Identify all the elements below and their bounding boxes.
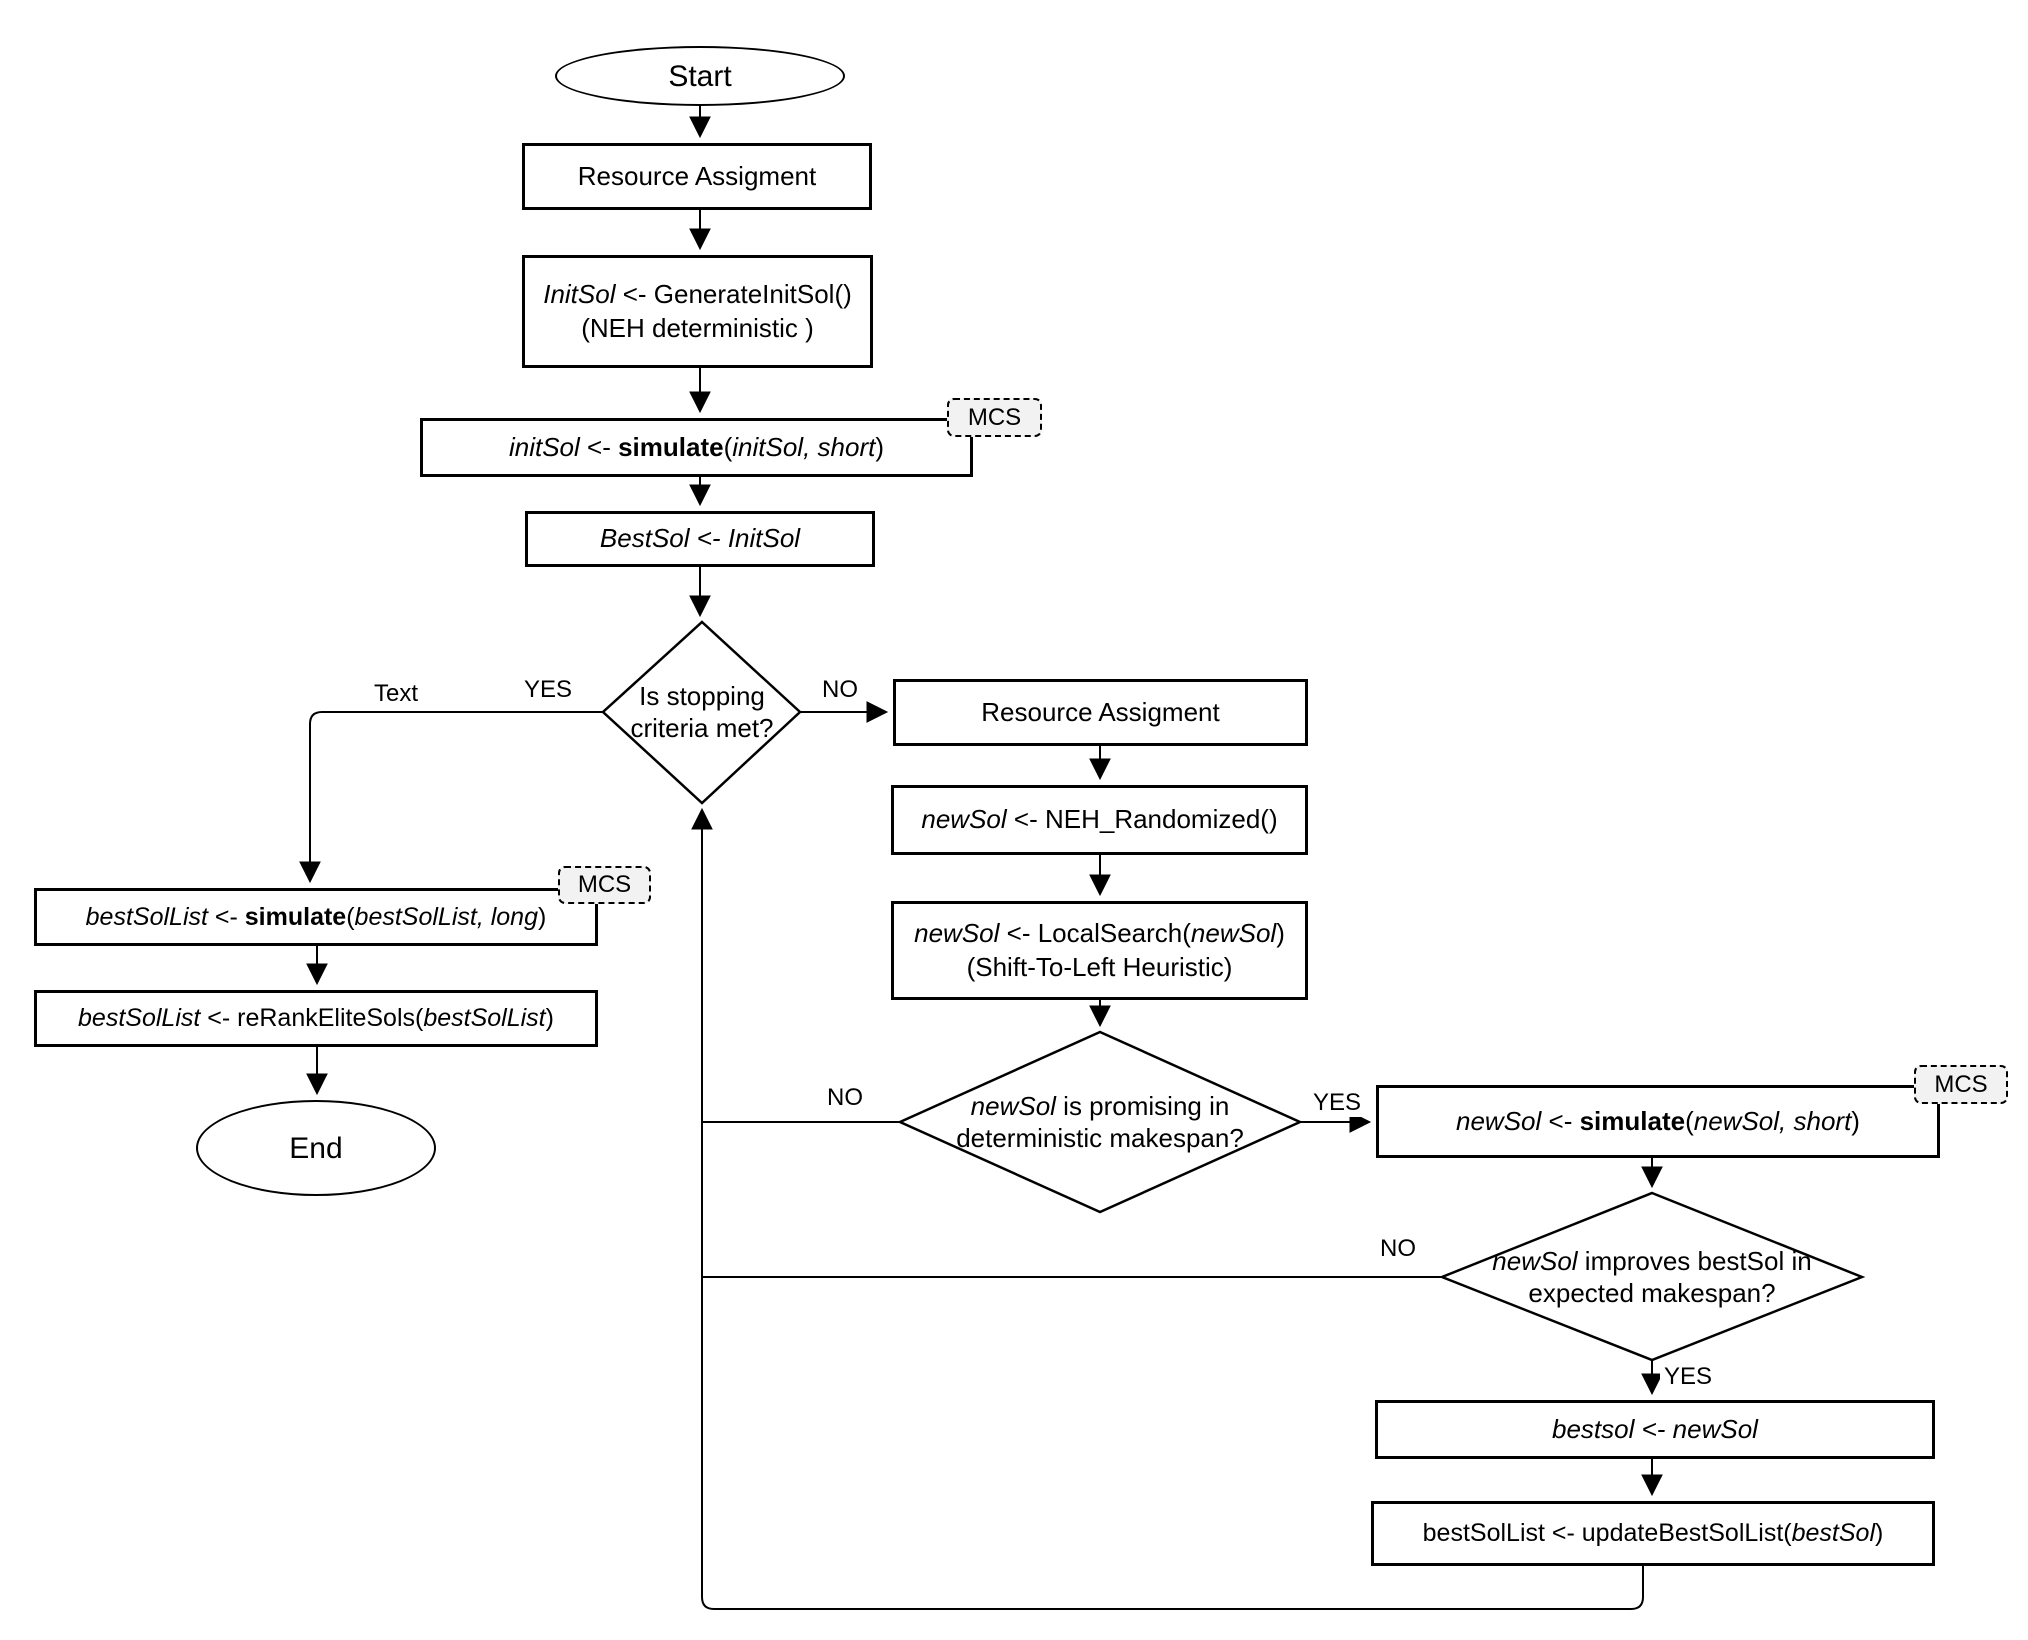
no-label-stop: NO: [818, 676, 862, 704]
simulate-initsol-box: initSol <- simulate(initSol, short): [420, 418, 973, 477]
assign-bestsol-box: bestsol <- newSol: [1375, 1400, 1935, 1459]
generate-initsol-box: InitSol <- GenerateInitSol()(NEH determi…: [522, 255, 873, 368]
no-label-improves: NO: [1376, 1235, 1420, 1263]
rerank-elitesols-box: bestSolList <- reRankEliteSols(bestSolLi…: [34, 990, 598, 1047]
mcs-tag-simulatelong: MCS: [558, 866, 651, 904]
resource-assignment-box-1: Resource Assigment: [522, 143, 872, 210]
end-terminal: End: [196, 1100, 436, 1196]
stop-criteria-diamond: [601, 620, 802, 805]
simulate-bestsollist-box: bestSolList <- simulate(bestSolList, lon…: [34, 888, 598, 946]
start-terminal: Start: [555, 46, 845, 106]
bestsol-initsol-box: BestSol <- InitSol: [525, 511, 875, 567]
no-label-promising: NO: [823, 1084, 867, 1112]
localsearch-box: newSol <- LocalSearch(newSol)(Shift-To-L…: [891, 901, 1308, 1000]
yes-label-improves: YES: [1659, 1363, 1717, 1391]
improves-diamond: [1438, 1191, 1866, 1362]
promising-diamond: [896, 1030, 1304, 1214]
yes-label-stop: YES: [519, 676, 577, 704]
text-edge-label: Text: [369, 680, 423, 708]
resource-assignment-box-2: Resource Assigment: [893, 679, 1308, 746]
simulate-newsol-box: newSol <- simulate(newSol, short): [1376, 1085, 1940, 1158]
update-bestsollist-box: bestSolList <- updateBestSolList(bestSol…: [1371, 1501, 1935, 1566]
mcs-tag-simulate2: MCS: [1914, 1065, 2008, 1104]
edge-loop-back-to-stopdiamond: [691, 807, 1644, 1610]
yes-label-promising: YES: [1308, 1089, 1366, 1117]
edge-stop-yes-to-simulatelong: [299, 711, 603, 884]
mcs-tag-simulate1: MCS: [947, 398, 1042, 437]
neh-randomized-box: newSol <- NEH_Randomized(): [891, 785, 1308, 855]
